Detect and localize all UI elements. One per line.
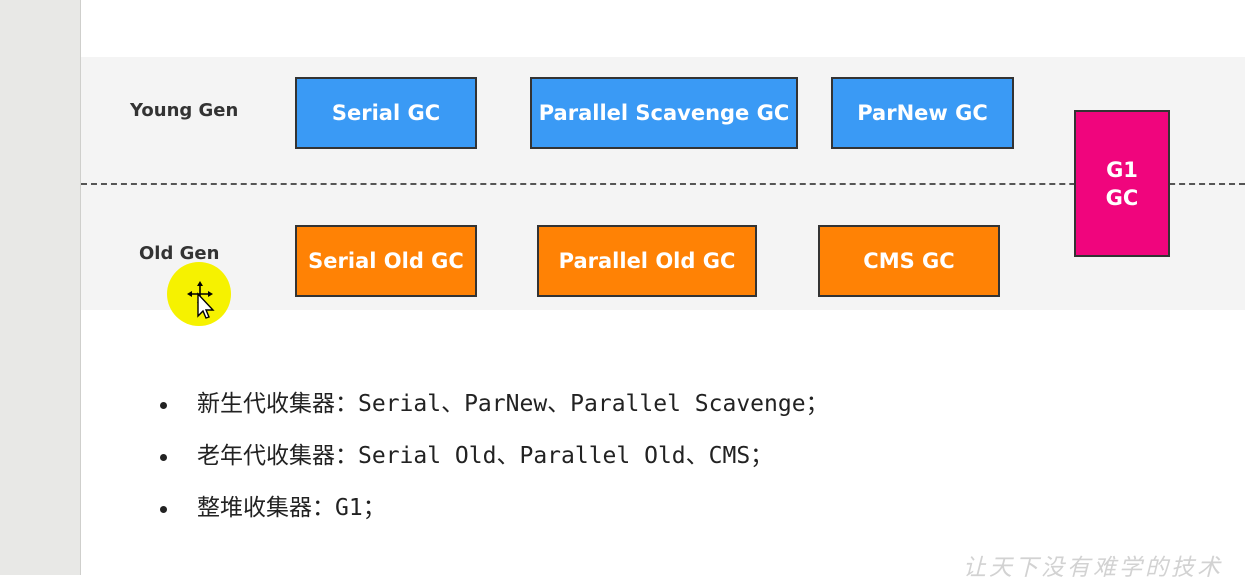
bullet-dot-icon [160,402,167,409]
left-sidebar-strip [0,0,81,575]
move-cursor-icon [187,281,215,319]
bullet-dot-icon [160,506,167,513]
parnew-gc-box: ParNew GC [831,77,1014,149]
g1-gc-box: G1 GC [1074,110,1170,257]
parallel-old-gc-box: Parallel Old GC [537,225,757,297]
serial-old-gc-box: Serial Old GC [295,225,477,297]
bullet-young-collectors: 新生代收集器：Serial、ParNew、Parallel Scavenge； [160,378,829,430]
collector-bullet-list: 新生代收集器：Serial、ParNew、Parallel Scavenge； … [160,378,829,534]
bullet-young-text: 新生代收集器：Serial、ParNew、Parallel Scavenge； [197,391,829,417]
bullet-old-collectors: 老年代收集器：Serial Old、Parallel Old、CMS； [160,430,829,482]
generation-divider [81,183,1245,185]
bullet-whole-heap-collectors: 整堆收集器：G1； [160,482,829,534]
old-gen-label: Old Gen [139,243,220,264]
bullet-dot-icon [160,454,167,461]
young-gen-label: Young Gen [130,100,239,121]
serial-gc-box: Serial GC [295,77,477,149]
parallel-scavenge-gc-box: Parallel Scavenge GC [530,77,798,149]
cms-gc-box: CMS GC [818,225,1000,297]
bullet-old-text: 老年代收集器：Serial Old、Parallel Old、CMS； [197,443,774,469]
g1-gc-line1: G1 [1106,157,1138,182]
watermark-text: 让天下没有难学的技术 [963,555,1223,581]
g1-gc-line2: GC [1105,185,1139,210]
bullet-whole-heap-text: 整堆收集器：G1； [197,495,386,521]
